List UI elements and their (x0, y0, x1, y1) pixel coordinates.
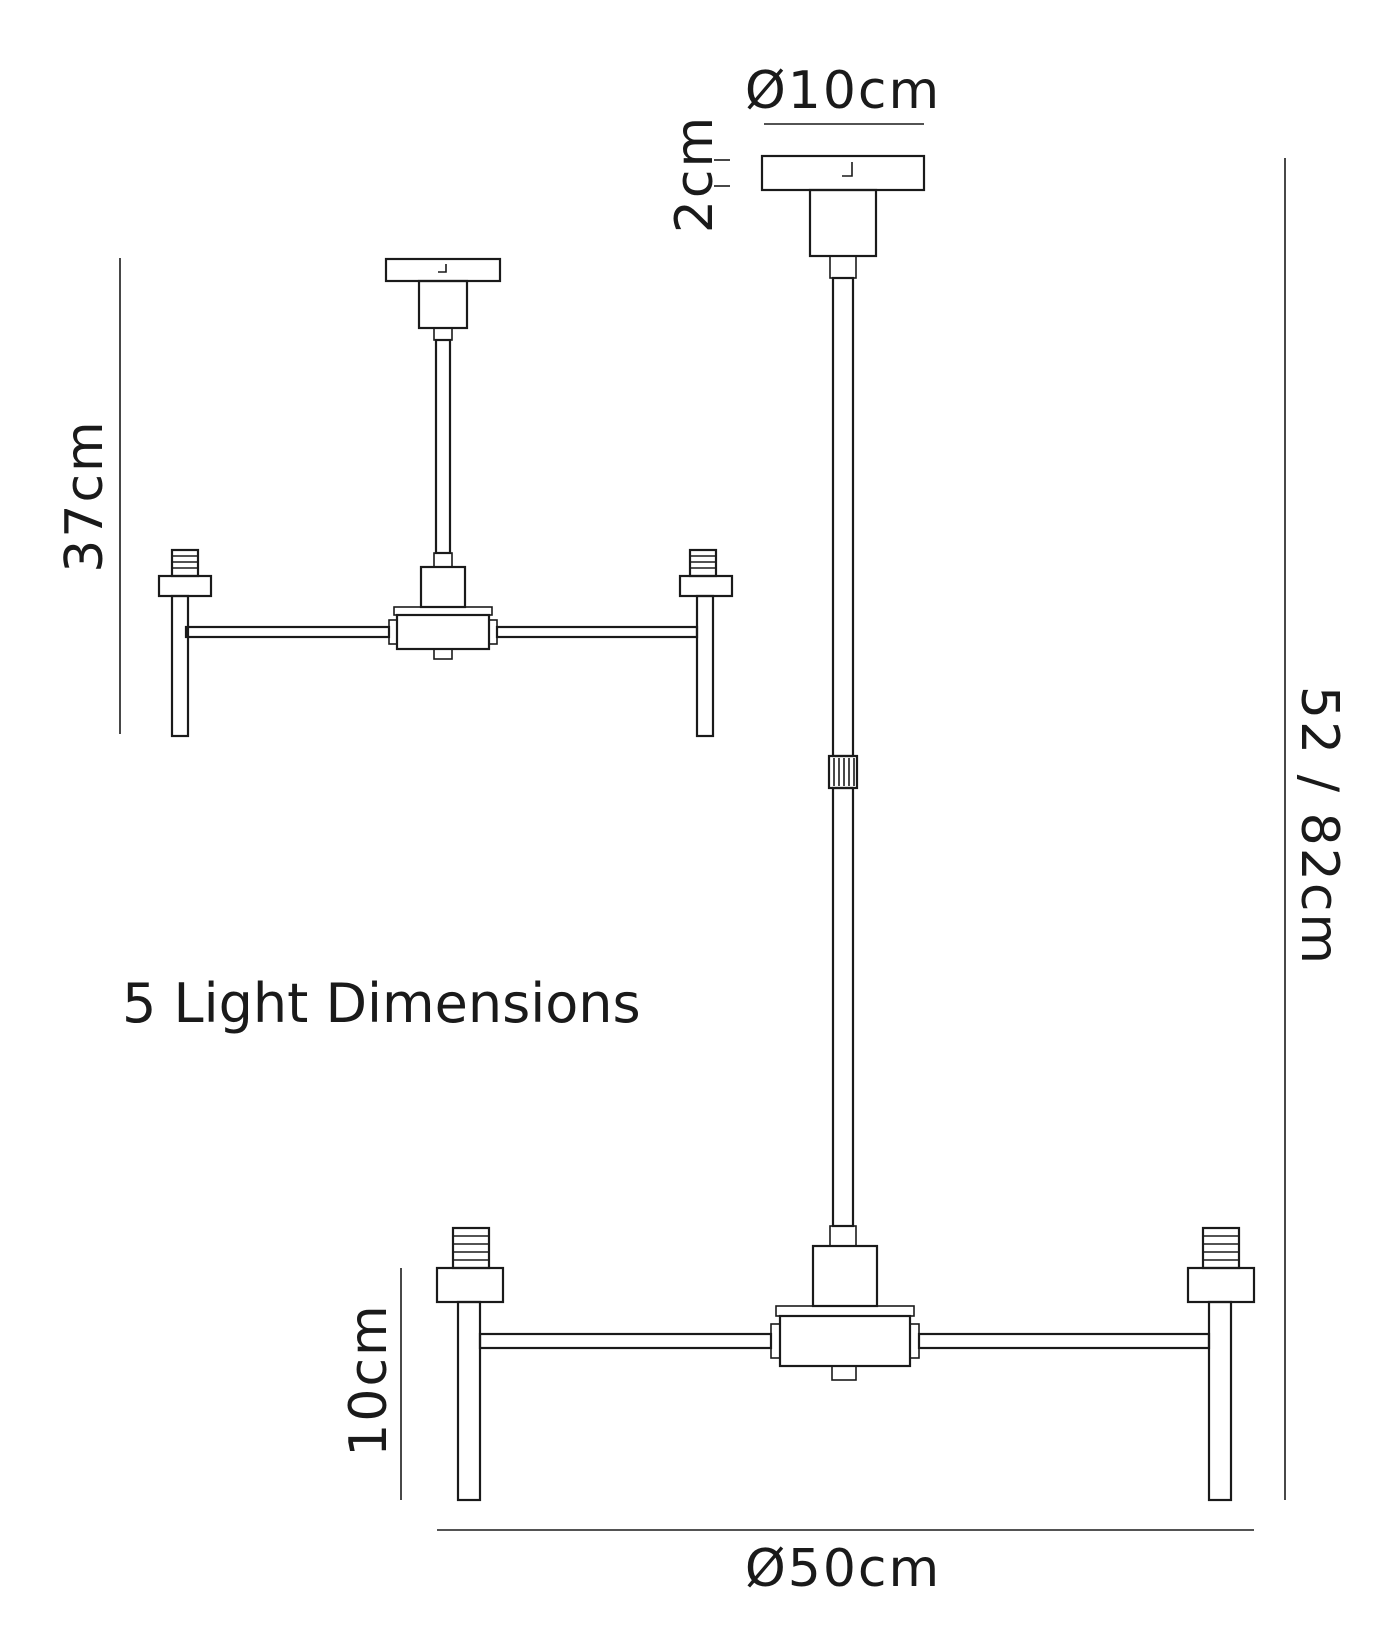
large-stem-lower (831, 786, 855, 1228)
large-ceiling-plate (760, 154, 926, 192)
small-bulb-thread-left (170, 548, 200, 578)
large-hub-cap (775, 1305, 915, 1317)
large-arm-socket-right (909, 1323, 920, 1359)
small-hub-top (419, 565, 467, 609)
small-fixture (157, 257, 734, 738)
small-lamp-tube-left (170, 594, 190, 738)
large-lamp-holder-right (1186, 1266, 1256, 1304)
large-arm-right (917, 1332, 1211, 1350)
large-bulb-thread-right (1201, 1226, 1241, 1270)
small-arm-socket-right (488, 619, 498, 645)
small-hub-body (395, 613, 491, 651)
arm-height-label: 10cm (339, 1303, 399, 1456)
small-canopy (417, 279, 469, 330)
small-drop-label: 37cm (55, 419, 115, 572)
large-stem-joint (829, 1225, 857, 1247)
small-stem (434, 338, 452, 555)
large-hub-finial (831, 1365, 857, 1381)
large-arm-socket-left (770, 1323, 781, 1359)
overall-diameter-label: Ø50cm (745, 1539, 941, 1599)
small-lamp-holder-left (157, 574, 213, 598)
plate-height-label: 2cm (665, 115, 725, 233)
small-ceiling-plate (384, 257, 502, 283)
small-hub-cap (393, 606, 493, 616)
small-lamp-tube-right (695, 594, 715, 738)
large-fixture (435, 154, 1256, 1502)
drawing-title: 5 Light Dimensions (122, 972, 641, 1035)
large-arm-left (478, 1332, 773, 1350)
large-lamp-tube-left (456, 1300, 482, 1502)
small-plate-hook-icon (438, 264, 447, 273)
small-lamp-holder-right (678, 574, 734, 598)
large-lamp-holder-left (435, 1266, 505, 1304)
small-hub-finial (433, 648, 453, 660)
large-bulb-thread-left (451, 1226, 491, 1270)
small-collar (433, 327, 453, 341)
large-collar (829, 255, 857, 279)
plate-diameter-label: Ø10cm (745, 61, 941, 121)
small-arm-left (184, 625, 391, 639)
small-bulb-thread-right (688, 548, 718, 578)
large-stem-upper (831, 276, 855, 758)
large-lamp-tube-right (1207, 1300, 1233, 1502)
adjustable-drop-label: 52 / 82cm (1289, 686, 1349, 966)
large-plate-hook-icon (842, 162, 853, 177)
small-arm-right (495, 625, 699, 639)
large-hub-top (811, 1244, 879, 1308)
small-arm-socket-left (388, 619, 398, 645)
large-hub-body (778, 1314, 912, 1368)
small-stem-joint (433, 552, 453, 568)
large-canopy (808, 188, 878, 258)
